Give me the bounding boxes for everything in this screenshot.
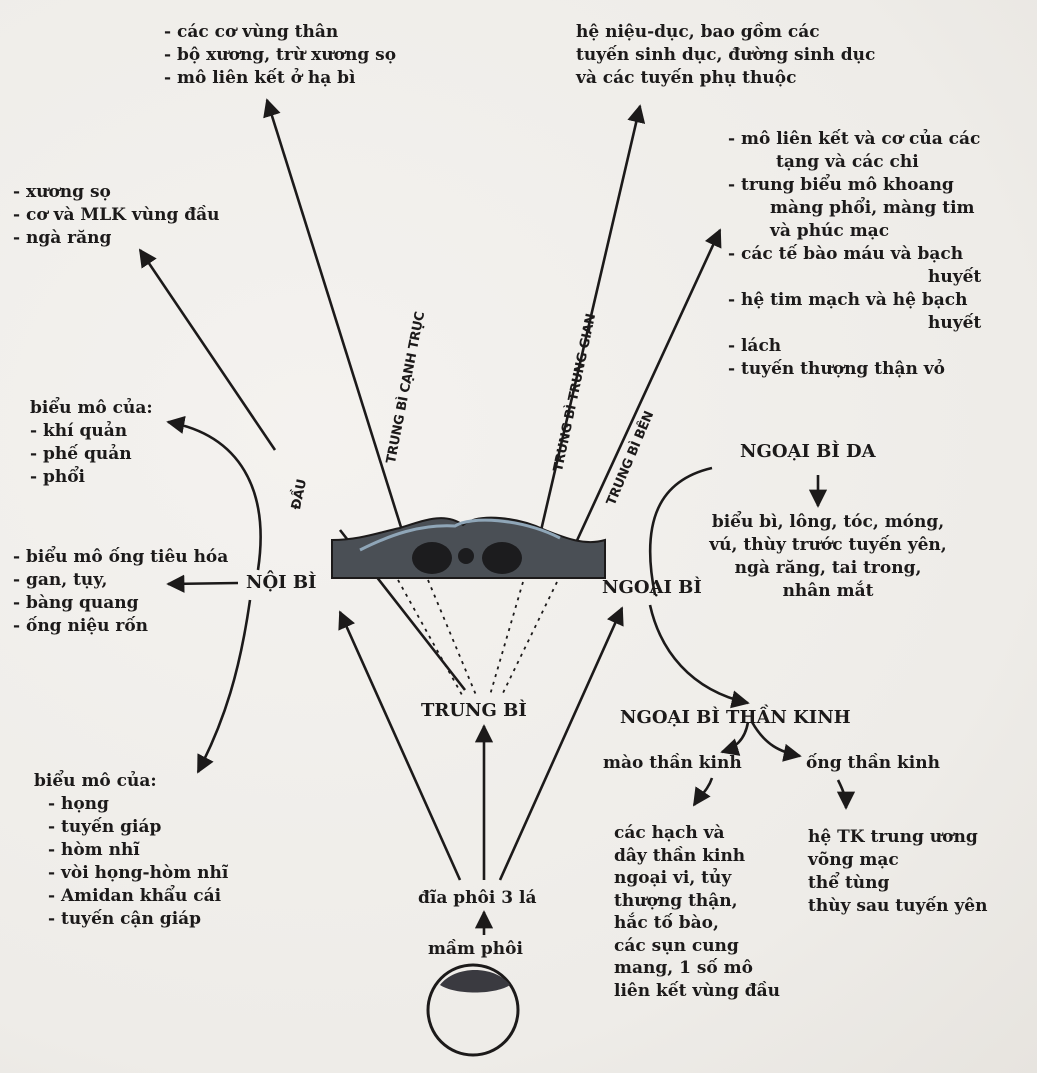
neural-tube-label: ống thần kinh [806, 753, 940, 773]
endoderm-label: NỘI BÌ [246, 572, 317, 593]
surface-ectoderm-derivatives: biểu bì, lông, tóc, móng, vú, thùy trước… [709, 512, 947, 601]
neural-crest-label: mào thần kinh [603, 753, 742, 773]
arrow-intermediate [534, 104, 646, 553]
digestive-derivatives: - biểu mô ống tiêu hóa- gan, tụy,- bàng … [13, 547, 229, 636]
arrow-tube-derivatives [836, 779, 856, 810]
arrow-to-ectoderm [498, 606, 624, 881]
lateral-derivatives: - mô liên kết và cơ của các tạng và các … [728, 129, 982, 379]
arrow-lateral [566, 228, 722, 561]
neuroectoderm-label: NGOẠI BÌ THẦN KINH [620, 707, 851, 728]
arrow-to-endoderm [338, 610, 462, 881]
arrow-head [138, 248, 277, 451]
arrow-pharynx [196, 599, 252, 774]
trilaminar-disc-label: đĩa phôi 3 lá [418, 888, 537, 908]
pharynx-derivatives: biểu mô của: - họng - tuyến giáp - hòm n… [34, 771, 229, 929]
arrow-neural-crest [720, 721, 750, 756]
mesoderm-label: TRUNG BÌ [421, 700, 527, 721]
head-derivatives: - xương sọ- cơ và MLK vùng đầu- ngà răng [13, 182, 220, 248]
paraxial-derivatives: - các cơ vùng thân- bộ xương, trừ xương … [164, 22, 397, 88]
line-ectoderm-to-surface [648, 466, 713, 596]
ectoderm-label: NGOẠI BÌ [602, 577, 702, 598]
respiratory-derivatives: biểu mô của: - khí quản- phế quản- phổi [30, 398, 153, 487]
dotted-lines [397, 579, 558, 696]
arrow-digestive [166, 574, 239, 593]
arrow-neural-tube [750, 721, 802, 762]
embryoblast-label: mầm phôi [428, 939, 523, 959]
arrow-paraxial [263, 98, 407, 541]
surface-ectoderm-label: NGOẠI BÌ DA [740, 441, 876, 462]
arrow-neuroectoderm [648, 604, 750, 709]
arrow-crest-derivatives [692, 777, 714, 807]
embryo-cross-section [331, 516, 606, 579]
embryoblast-circle [426, 963, 520, 1057]
arrow-respiratory [166, 415, 262, 571]
